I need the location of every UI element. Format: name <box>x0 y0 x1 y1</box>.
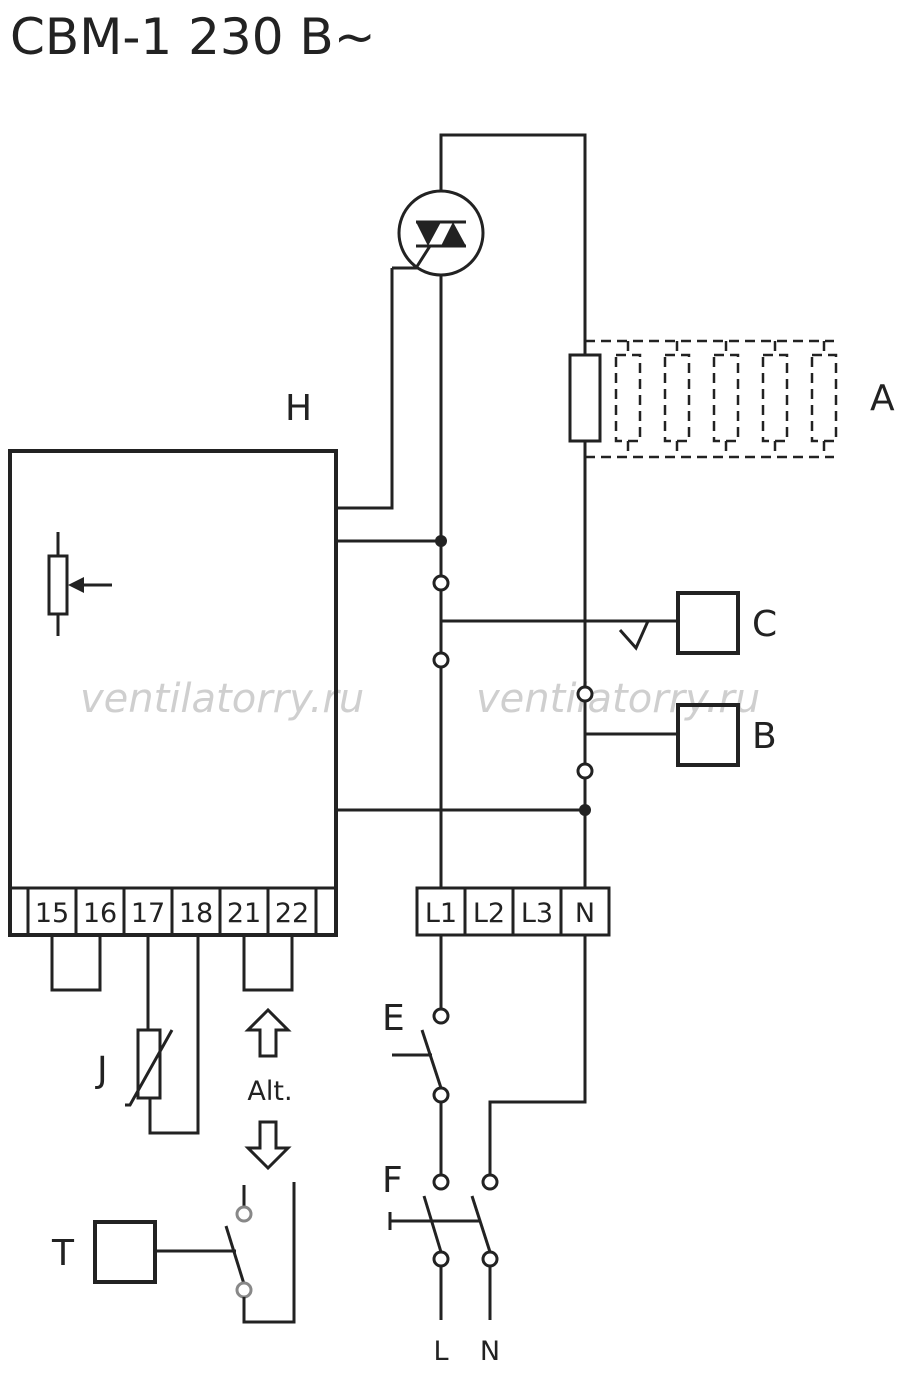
terminal-15: 15 <box>35 898 69 929</box>
terminal-22: 22 <box>275 898 309 929</box>
label-n: N <box>480 1336 500 1367</box>
jumper-21-22 <box>242 935 294 992</box>
n-feed-wire <box>488 935 587 1175</box>
top-wire <box>439 133 587 355</box>
label-f: F <box>382 1160 403 1201</box>
terminal-l2: L2 <box>473 898 505 929</box>
terminal-17: 17 <box>131 898 165 929</box>
terminal-16: 16 <box>83 898 117 929</box>
switch-e <box>392 935 450 1175</box>
switch-f <box>388 1173 499 1320</box>
controller-terminal-block: 15 16 17 18 21 22 <box>26 886 318 937</box>
label-e: E <box>382 998 405 1039</box>
label-a: A <box>870 378 895 419</box>
gate-wire <box>336 268 394 510</box>
jumper-15-16 <box>50 935 102 992</box>
contact-b <box>576 685 740 780</box>
terminal-18: 18 <box>179 898 213 929</box>
terminal-l3: L3 <box>521 898 553 929</box>
sensor-j <box>125 935 200 1135</box>
power-terminal-block: L1 L2 L3 N <box>415 886 611 937</box>
diagram-title: CBM-1 230 B~ <box>10 8 376 66</box>
watermark-right: ventilatorry.ru <box>476 676 760 722</box>
alternative-arrows <box>244 1007 292 1171</box>
switch-t <box>93 1182 296 1324</box>
terminal-21: 21 <box>227 898 261 929</box>
triac-icon <box>392 138 485 277</box>
potentiometer-icon <box>47 532 112 636</box>
watermark-left: ventilatorry.ru <box>80 676 364 722</box>
label-l: L <box>433 1336 448 1367</box>
label-b: B <box>752 716 777 757</box>
label-t: T <box>51 1233 75 1274</box>
label-h: H <box>285 388 312 429</box>
label-j: J <box>95 1050 108 1091</box>
terminal-n: N <box>575 898 595 929</box>
terminal-l1: L1 <box>425 898 457 929</box>
label-c: C <box>752 604 777 645</box>
label-alt: Alt. <box>247 1076 292 1107</box>
heater-a <box>568 339 838 459</box>
